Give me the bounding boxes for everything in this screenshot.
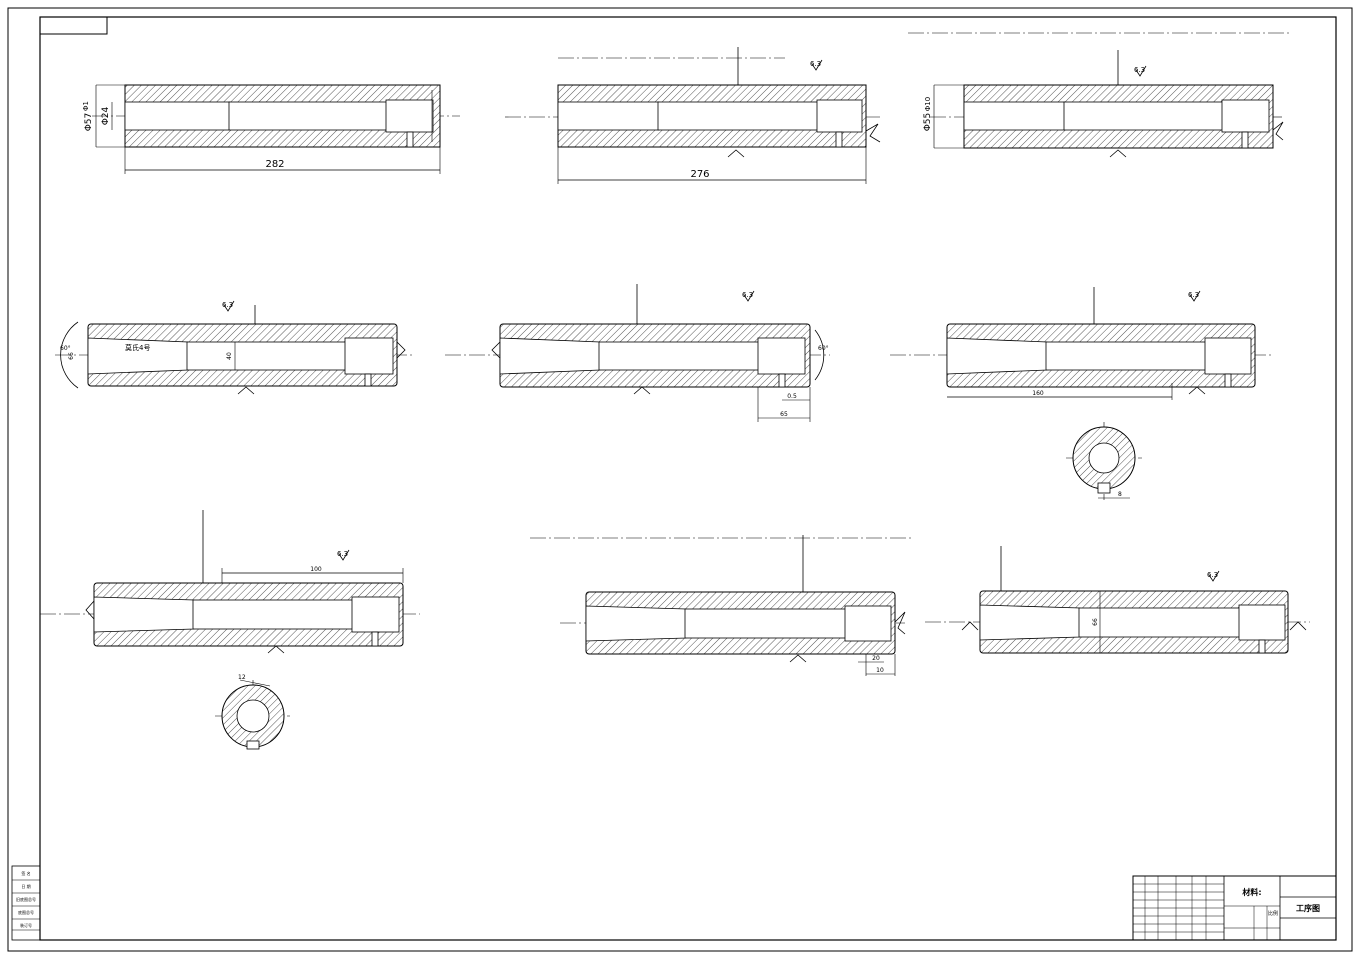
view-7: 100 6.3 (40, 510, 420, 654)
dim-bore-diameter: Φ24 (101, 106, 111, 125)
view-1: 282 Φ57 Φ24 Φ1 (82, 84, 460, 174)
section-view-1: 8 (1066, 422, 1142, 500)
dim-keyway-length: 100 (310, 566, 322, 573)
dim-bore: 66 (1092, 618, 1099, 626)
view-8: 10 20 (530, 535, 912, 676)
dim-keyway-length: 160 (1032, 390, 1044, 397)
corner-label-box (39, 16, 108, 35)
side-cell-base-no: 底图总号 (18, 909, 34, 915)
roughness-mark: 6.3 (1207, 571, 1218, 579)
dim-section-width: 12 (238, 674, 246, 681)
dim-angle: 60° (818, 345, 829, 352)
inner-border (39, 16, 1337, 941)
dim-chamfer: 20 (872, 655, 880, 662)
note-morse-taper: 莫氏4号 (125, 343, 150, 352)
side-cell-sign: 签 名 (21, 870, 30, 876)
view-2: 276 6.3 (505, 47, 881, 184)
dim-angle: 60° (60, 345, 71, 352)
dim-outer-diameter: Φ57 (84, 113, 94, 132)
dim-tolerance: Φ10 (924, 97, 932, 111)
roughness-mark: 6.3 (337, 550, 348, 558)
view-9: 66 6.3 (925, 546, 1310, 654)
scale-label: 比例 (1268, 910, 1278, 917)
side-revision-table: 签 名 日 期 旧底图总号 底图总号 装订号 (11, 865, 41, 941)
roughness-mark: 6.3 (1134, 66, 1145, 74)
dim-length: 282 (265, 159, 284, 170)
roughness-mark: 6.3 (1188, 291, 1199, 299)
view-6: 160 6.3 (890, 287, 1272, 400)
dim-step: 10 (876, 667, 884, 674)
side-cell-old-no: 旧底图总号 (16, 896, 36, 902)
dim-taper-bore: 66 (68, 352, 75, 360)
dim-keyway-width: 8 (1118, 491, 1122, 498)
outer-border (7, 7, 1353, 952)
title-block: 材料: 工序图 比例 (1132, 875, 1337, 941)
roughness-mark: 6.3 (222, 301, 233, 309)
side-cell-date: 日 期 (21, 883, 30, 889)
side-cell-binding-no: 装订号 (20, 922, 32, 928)
section-view-2: 12 (215, 674, 290, 752)
view-3: Φ55 Φ10 6.3 (908, 32, 1290, 158)
drawing-name: 工序图 (1296, 903, 1320, 913)
roughness-mark: 6.3 (810, 60, 821, 68)
dim-outer-diameter: Φ55 (923, 113, 933, 132)
dim-bore: 40 (226, 352, 233, 360)
material-label: 材料: (1242, 887, 1261, 897)
view-5: 60° 65 0.5 6.3 (445, 284, 830, 422)
dim-small-diameter: Φ1 (82, 101, 90, 111)
dim-length: 276 (690, 169, 709, 180)
dim-chamfer: 0.5 (787, 393, 797, 400)
dim-step-length: 65 (780, 411, 788, 418)
view-4: 40 60° 66 莫氏4号 6.3 (55, 300, 415, 395)
roughness-mark: 6.3 (742, 291, 753, 299)
